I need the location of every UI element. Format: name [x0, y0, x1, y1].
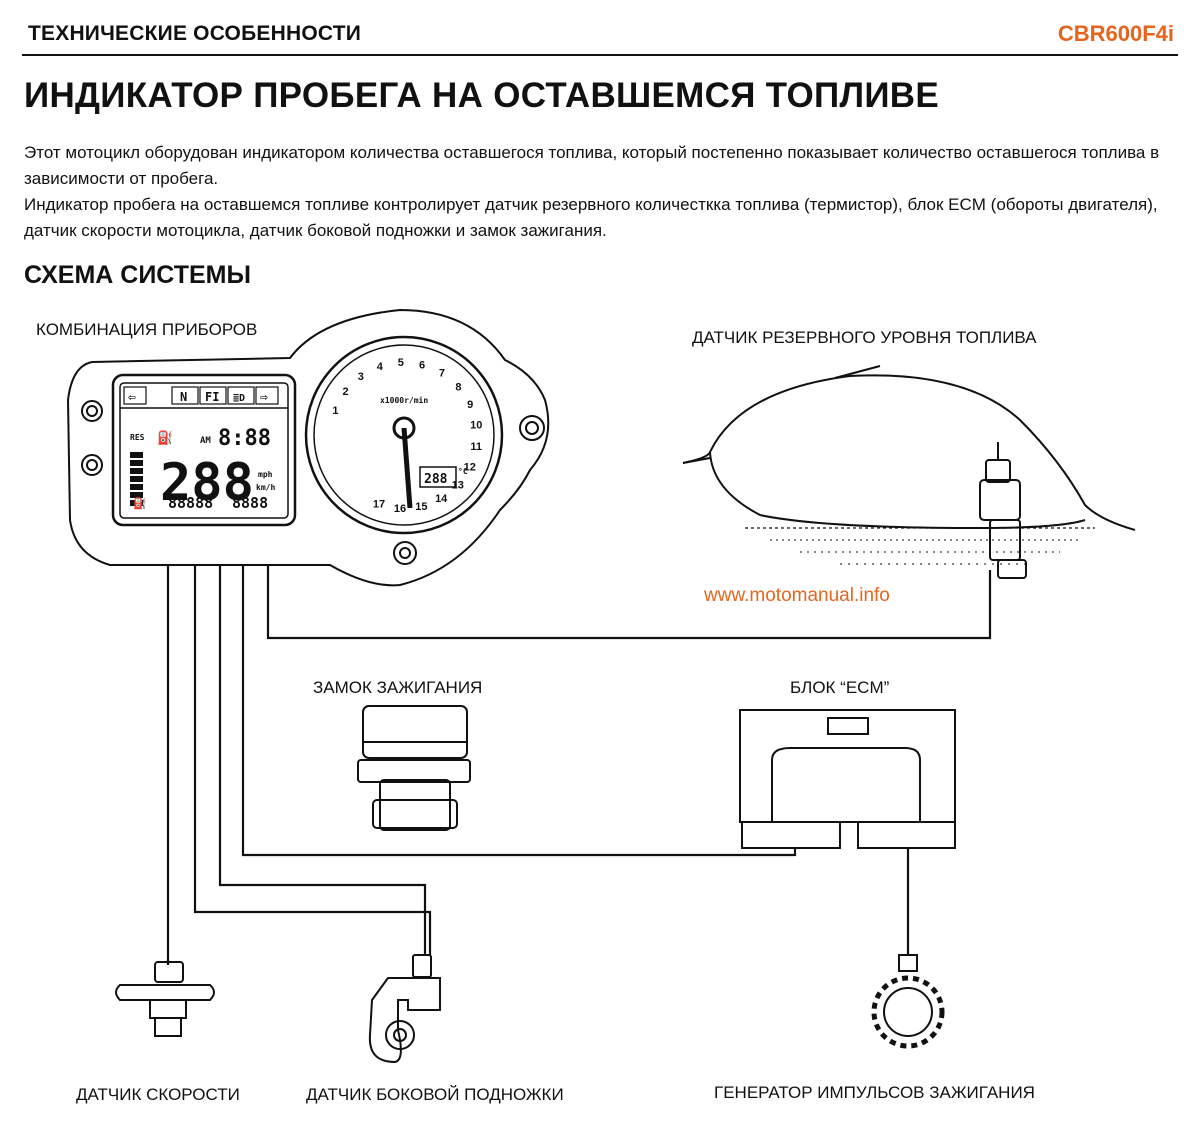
kmh-unit: km/h [256, 483, 275, 492]
tacho-tick-5: 5 [398, 357, 404, 369]
temp-display: 288 [424, 472, 448, 487]
ecm-unit [739, 709, 956, 849]
tacho-tick-9: 9 [467, 399, 473, 411]
sidestand-switch [368, 954, 441, 1064]
section-header: ТЕХНИЧЕСКИЕ ОСОБЕННОСТИ [28, 22, 362, 45]
tacho-tick-6: 6 [419, 359, 425, 371]
tacho-tick-2: 2 [343, 386, 349, 398]
header-divider [22, 54, 1178, 56]
trip-display: 8888 [232, 494, 268, 512]
label-pulse-generator: ГЕНЕРАТОР ИМПУЛЬСОВ ЗАЖИГАНИЯ [714, 1083, 1035, 1102]
watermark: www.motomanual.info [704, 585, 890, 606]
tacho-tick-14: 14 [435, 493, 448, 505]
turn-left-icon: ⇦ [128, 390, 136, 405]
speed-display: 288 [160, 453, 254, 513]
tacho-tick-11: 11 [470, 441, 482, 453]
tacho-tick-1: 1 [332, 405, 338, 417]
label-ecm: БЛОК “ECM” [790, 678, 890, 697]
instrument-cluster [66, 308, 550, 587]
label-fuel-sensor: ДАТЧИК РЕЗЕРВНОГО УРОВНЯ ТОПЛИВА [692, 328, 1037, 347]
tacho-tick-12: 12 [464, 462, 476, 474]
fuel-pump-icon: ⛽ [133, 497, 147, 510]
am-pm-label: AM [200, 436, 211, 446]
fuel-tank [682, 365, 1136, 579]
tacho-tick-15: 15 [415, 501, 427, 513]
label-speed-sensor: ДАТЧИК СКОРОСТИ [76, 1085, 240, 1104]
reserve-label: RES [130, 433, 145, 442]
tacho-tick-3: 3 [358, 371, 364, 383]
turn-right-icon: ⇨ [260, 390, 268, 405]
oil-icon: ⛽ [157, 430, 173, 446]
ignition-switch [357, 705, 471, 831]
tacho-tick-13: 13 [452, 479, 464, 491]
tacho-tick-17: 17 [373, 499, 385, 511]
detail-paragraph: Индикатор пробега на оставшемся топливе … [24, 195, 1158, 240]
diagram-heading: СХЕМА СИСТЕМЫ [24, 261, 251, 289]
label-sidestand-switch: ДАТЧИК БОКОВОЙ ПОДНОЖКИ [306, 1085, 564, 1104]
tacho-tick-7: 7 [439, 368, 445, 380]
headlight-icon: ≣D [233, 393, 245, 404]
tacho-tick-4: 4 [377, 361, 384, 373]
tacho-tick-10: 10 [470, 420, 482, 432]
clock-display: 8:88 [218, 426, 271, 451]
neutral-indicator: N [180, 390, 187, 404]
fi-indicator: FI [205, 390, 219, 404]
pulse-generator [871, 954, 945, 1049]
tacho-tick-16: 16 [394, 503, 406, 515]
label-ignition-switch: ЗАМОК ЗАЖИГАНИЯ [313, 678, 483, 697]
page-title: ИНДИКАТОР ПРОБЕГА НА ОСТАВШЕМСЯ ТОПЛИВЕ [24, 76, 940, 115]
tacho-unit: x1000r/min [380, 395, 428, 405]
odometer-display: 88888 [168, 494, 213, 512]
tacho-tick-8: 8 [455, 381, 461, 393]
mph-unit: mph [258, 470, 273, 479]
speed-sensor [115, 961, 215, 1037]
temp-unit: °C [458, 467, 468, 476]
model-name: CBR600F4i [1057, 21, 1174, 46]
wiring [166, 565, 992, 965]
intro-paragraph: Этот мотоцикл оборудован индикатором кол… [24, 143, 1160, 188]
label-instrument-cluster: КОМБИНАЦИЯ ПРИБОРОВ [36, 320, 258, 339]
